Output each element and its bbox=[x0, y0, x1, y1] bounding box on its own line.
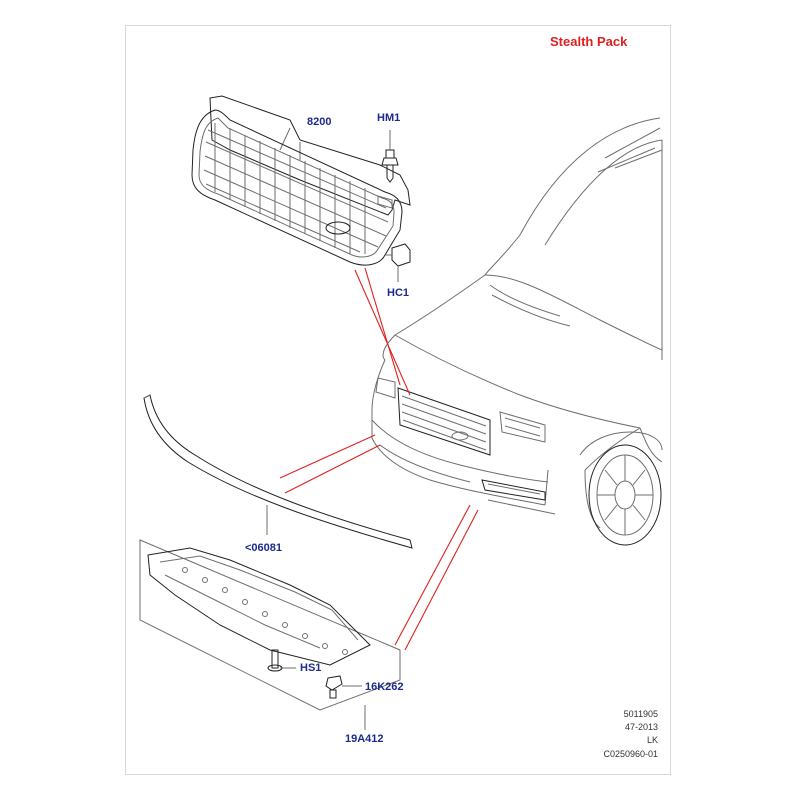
callout-hm1: HM1 bbox=[377, 112, 401, 124]
hc1-clip bbox=[385, 243, 411, 282]
diagram-sheet bbox=[125, 25, 671, 775]
grille-mesh bbox=[203, 123, 389, 254]
hs1-screw bbox=[267, 649, 296, 672]
grille-assembly-8200 bbox=[191, 95, 411, 266]
k262-clip bbox=[325, 675, 362, 699]
callout-19a412: 19A412 bbox=[345, 733, 384, 745]
diagram-title: Stealth Pack bbox=[550, 34, 628, 49]
badge-oval bbox=[325, 221, 351, 235]
callout-hs1: HS1 bbox=[300, 662, 322, 674]
footer-region: LK bbox=[646, 735, 658, 745]
callout-8200: 8200 bbox=[307, 116, 332, 128]
footer-date: 47-2013 bbox=[624, 722, 658, 732]
callout-06081: <06081 bbox=[245, 542, 283, 554]
callout-16k262: 16K262 bbox=[365, 681, 404, 693]
footer-code-1: 5011905 bbox=[623, 709, 658, 719]
hm1-clip bbox=[381, 130, 399, 183]
vehicle-outline bbox=[371, 117, 663, 546]
footer-drawing-number: C0250960-01 bbox=[603, 749, 658, 759]
lower-panel-19a412 bbox=[139, 539, 401, 730]
trim-strip-06081 bbox=[143, 394, 413, 549]
leader-lines bbox=[279, 267, 479, 651]
callout-hc1: HC1 bbox=[387, 287, 410, 299]
front-wheel bbox=[579, 431, 663, 546]
